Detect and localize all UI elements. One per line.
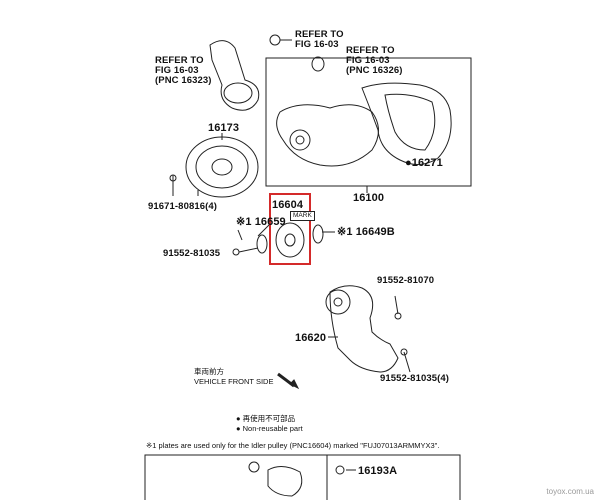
legend-jp: ● 再使用不可部品 — [236, 414, 296, 423]
part-91552-81070[interactable]: 91552-81070 — [377, 275, 435, 286]
idler-pulley-16604 — [275, 222, 305, 258]
bolt-91671 — [169, 174, 177, 182]
ref2-line2[interactable]: FIG 16-03 — [155, 65, 199, 76]
ref3-line2[interactable]: FIG 16-03 — [346, 55, 390, 66]
plate-16649B — [312, 224, 324, 244]
ref3-line3[interactable]: (PNC 16326) — [346, 65, 403, 76]
mark-label: MARK — [290, 211, 315, 221]
part-16193A[interactable]: 16193A — [358, 465, 398, 477]
part-91552-81035[interactable]: 91552-81035 — [163, 248, 221, 259]
footnote: ※1 plates are used only for the Idler pu… — [146, 441, 440, 450]
bottom-frame — [144, 454, 461, 500]
part-16271[interactable]: ●16271 — [405, 157, 443, 169]
part-91671-80816[interactable]: 91671-80816(4) — [148, 201, 218, 212]
part-16604[interactable]: 16604 — [272, 199, 304, 211]
plate-16659 — [256, 234, 268, 254]
part-91552-81035-4[interactable]: 91552-81035(4) — [380, 373, 450, 384]
part-16649B[interactable]: ※1 16649B — [337, 226, 395, 238]
highlight-box-16604 — [269, 193, 311, 265]
oring-16326 — [311, 56, 325, 72]
part-16620[interactable]: 16620 — [295, 332, 327, 344]
ref3-line1[interactable]: REFER TO — [346, 45, 395, 56]
tensioner-16620 — [329, 285, 399, 373]
water-pump-box — [265, 57, 472, 187]
ref-oring-1 — [269, 34, 281, 46]
bolt-91552-81035 — [232, 248, 240, 256]
vehicle-front-en: VEHICLE FRONT SIDE — [194, 377, 274, 386]
inlet-flange — [223, 82, 253, 104]
bottom-part-illustration — [267, 466, 303, 497]
watermark: toyox.com.ua — [546, 487, 594, 496]
ref2-line1[interactable]: REFER TO — [155, 55, 204, 66]
bolt-91552-81070 — [394, 312, 402, 320]
water-pump-body — [276, 104, 379, 167]
ref2-line3[interactable]: (PNC 16323) — [155, 75, 212, 86]
part-16659[interactable]: ※1 16659 — [236, 216, 286, 228]
water-inlet-housing — [209, 40, 260, 111]
part-16100[interactable]: 16100 — [353, 192, 385, 204]
ref1-line1[interactable]: REFER TO — [295, 29, 344, 40]
part-16173[interactable]: 16173 — [208, 122, 240, 134]
ref1-line2[interactable]: FIG 16-03 — [295, 39, 339, 50]
pump-gasket — [361, 82, 452, 165]
tensioner-pulley — [325, 289, 351, 315]
pump-hub — [289, 129, 311, 151]
bolt-91552-81035-4 — [400, 348, 408, 356]
legend-en: ● Non-reusable part — [236, 424, 303, 433]
vehicle-front-jp: 車両前方 — [194, 367, 224, 376]
